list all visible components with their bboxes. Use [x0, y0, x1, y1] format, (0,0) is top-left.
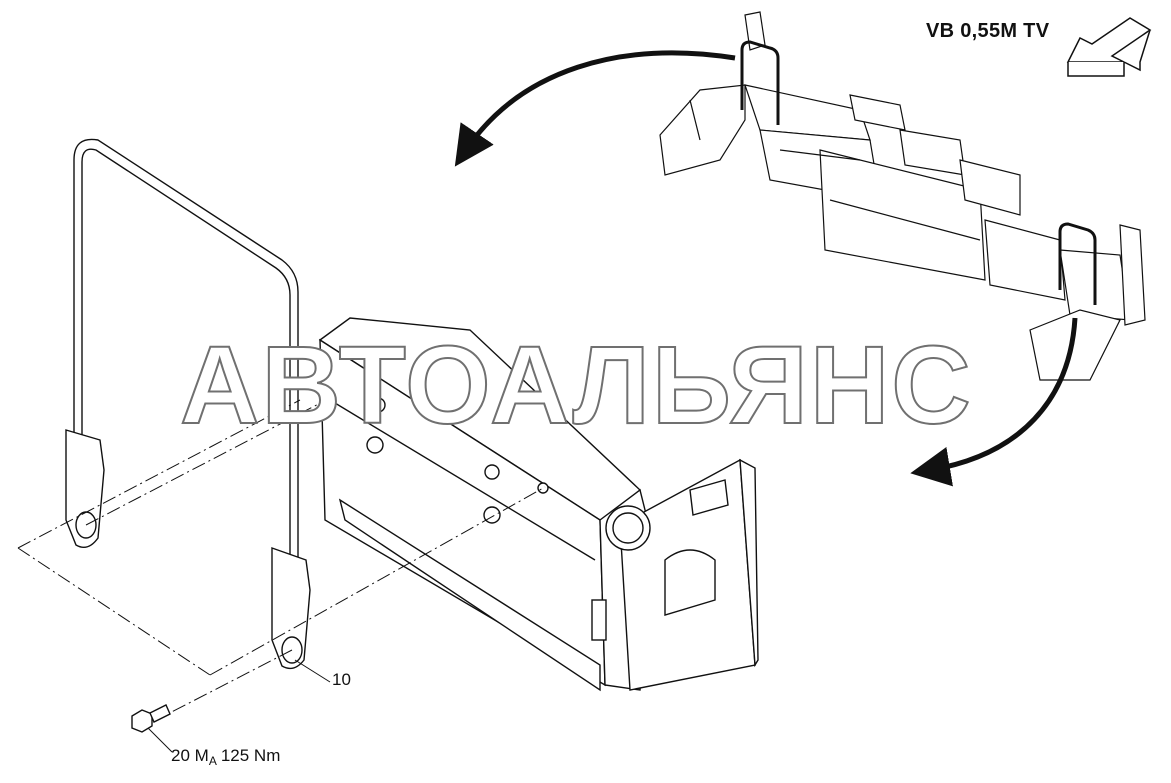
curved-arrow-icon [910, 317, 1078, 487]
torque-subscript: A [208, 754, 217, 768]
part-number: 10 [332, 670, 351, 689]
torque-value: 125 Nm [220, 746, 281, 765]
lifting-handle-overview [740, 40, 1097, 305]
lifting-handle [65, 138, 311, 670]
hex-bolt [131, 704, 171, 733]
curved-arrow-icon [454, 50, 736, 167]
view-direction-label: VB 0,55M TV [926, 20, 1050, 42]
watermark: АВТОАЛЬЯНС [179, 323, 973, 448]
screed-assembly-overview [659, 11, 1146, 381]
view-direction-arrow-icon [1066, 17, 1152, 77]
callout-part-10: 10 [332, 670, 351, 690]
screed-bracket-assembly [318, 317, 759, 692]
callout-leader [147, 659, 331, 753]
torque-symbol: M [194, 746, 209, 765]
part-number: 20 [171, 746, 190, 765]
alignment-centerline [17, 397, 546, 719]
